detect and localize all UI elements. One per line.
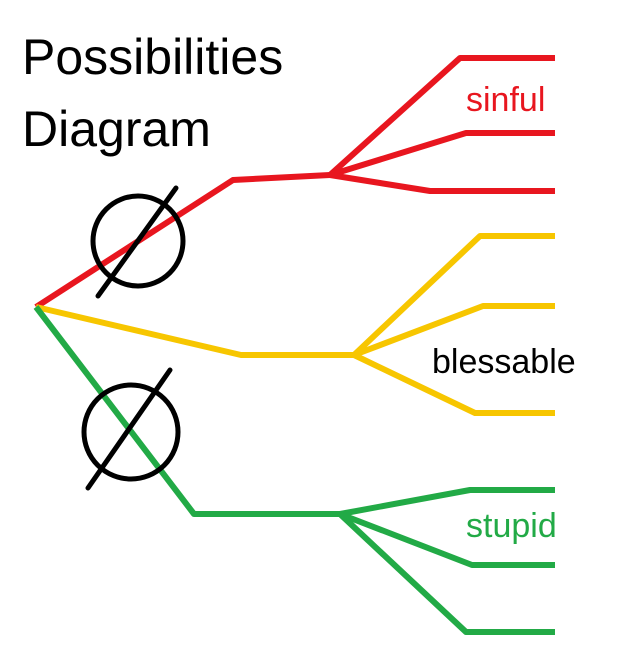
green-branch-label: stupid — [466, 507, 557, 545]
yellow-branch — [35, 233, 555, 416]
green-branch — [33, 305, 555, 635]
yellow-branch-tip-1 — [351, 233, 555, 358]
green-branch-tip-1 — [339, 487, 555, 517]
empty-set-icon-upper — [90, 185, 186, 299]
yellow-branch-label: blessable — [432, 343, 576, 381]
red-branch-tip-3 — [329, 172, 555, 194]
yellow-branch-trunk — [35, 304, 354, 358]
red-branch-tip-1 — [327, 55, 555, 178]
yellow-branch-tip-2 — [352, 303, 555, 358]
red-branch-tip-2 — [329, 130, 555, 178]
green-branch-tip-2 — [338, 511, 555, 568]
empty-set-icon-lower — [81, 367, 181, 491]
green-branch-trunk — [33, 305, 340, 517]
title-line-2: Diagram — [22, 101, 211, 157]
green-branch-tip-3 — [337, 511, 555, 635]
yellow-branch-tip-3 — [352, 352, 555, 416]
red-branch-label: sinful — [466, 81, 545, 119]
title-line-1: Possibilities — [22, 29, 283, 85]
